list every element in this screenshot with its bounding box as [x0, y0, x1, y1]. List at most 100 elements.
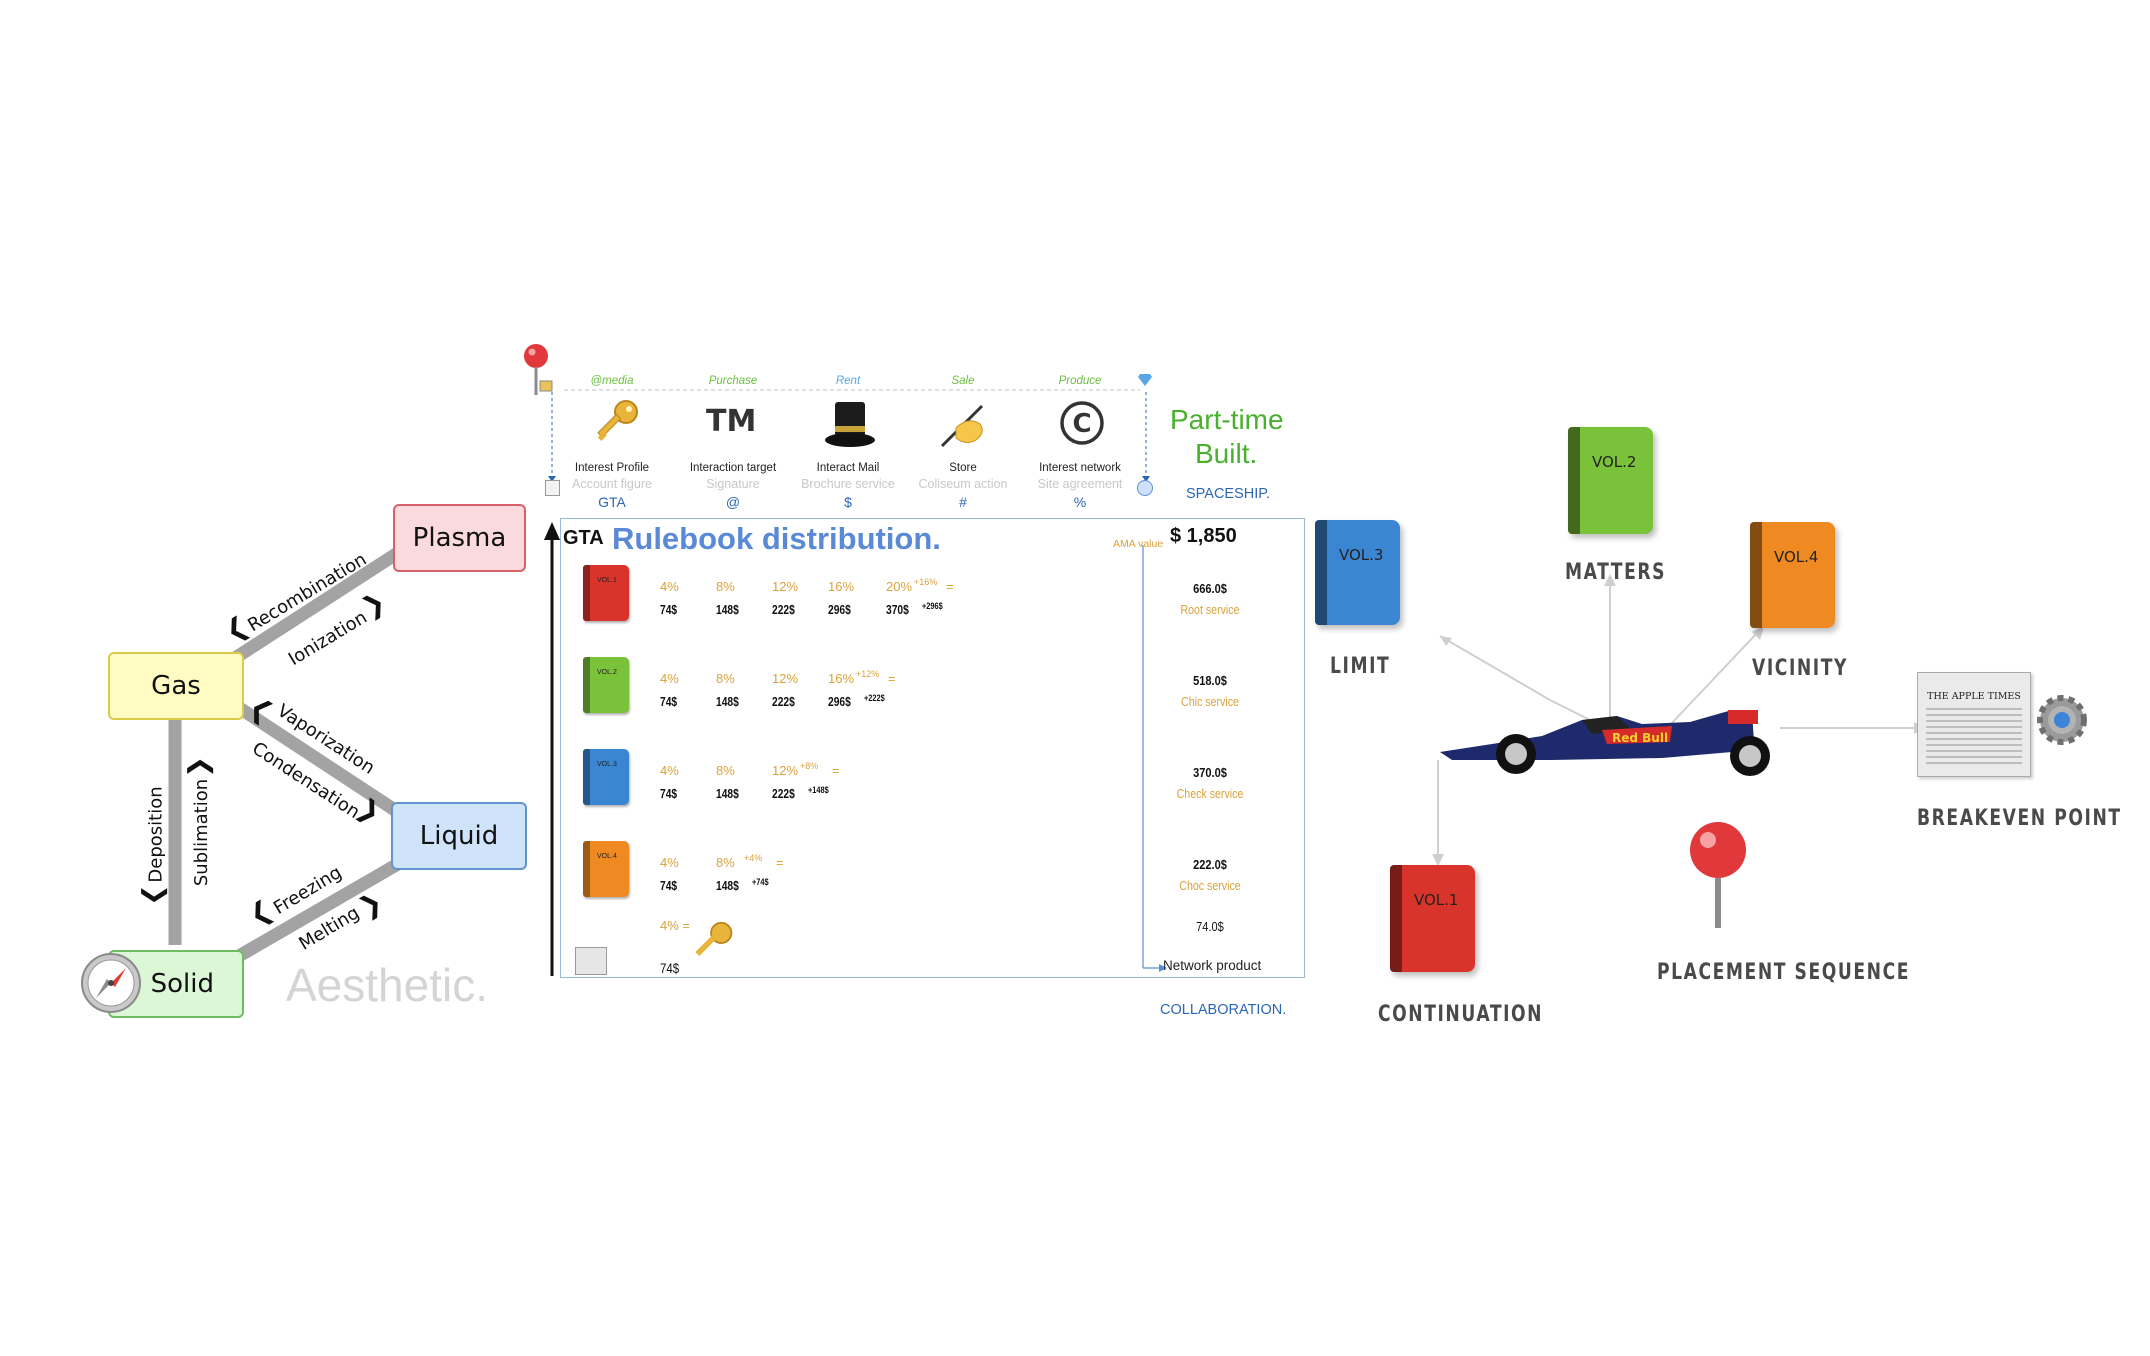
- row-2-amt-2: 148$: [716, 695, 739, 709]
- row-1-pct-extra: +16%: [914, 577, 938, 587]
- spaceship-label: SPACESHIP.: [1186, 486, 1271, 502]
- book-vol4-label: VOL.4: [1774, 548, 1819, 566]
- book-small-label: VOL.2: [597, 669, 617, 676]
- limit-label: LIMIT: [1330, 654, 1391, 679]
- row-2-total: 518.0$: [1193, 673, 1227, 688]
- key-small-icon: [695, 921, 733, 957]
- row-2-amt-1: 74$: [660, 695, 678, 709]
- row-4-amt-2: 148$: [716, 879, 739, 893]
- book-vol1-label: VOL.1: [1414, 891, 1459, 909]
- book-3-small-icon: VOL.3: [583, 749, 629, 805]
- row-1-amt-3: 222$: [772, 603, 795, 617]
- gear-icon: [2037, 695, 2087, 745]
- breakeven-point-label: BREAKEVEN POINT: [1917, 806, 2122, 831]
- newspaper-small-icon: [575, 947, 607, 975]
- col-head-rent: Rent: [835, 375, 861, 387]
- row-3-amt-3: 222$: [772, 787, 795, 801]
- row-4-amt-extra: +74$: [752, 877, 769, 887]
- book-small-label: VOL.4: [597, 853, 617, 860]
- row-4-service: Choc service: [1179, 879, 1241, 893]
- col-sub2-media: Account figure: [572, 477, 652, 491]
- gta-label: GTA: [563, 527, 604, 549]
- placement-sequence-label: PLACEMENT SEQUENCE: [1657, 960, 1911, 985]
- newspaper-title: THE APPLE TIMES: [1927, 691, 2021, 702]
- diamond-icon: [1138, 374, 1152, 386]
- col-sub2-produce: Site agreement: [1037, 477, 1123, 491]
- row-4-total: 222.0$: [1193, 857, 1227, 872]
- row-1-total: 666.0$: [1193, 581, 1227, 596]
- row-4-pct-2: 8%: [716, 855, 735, 870]
- row-1-amt-1: 74$: [660, 603, 678, 617]
- col-sub1-rent: Interact Mail: [816, 462, 880, 474]
- col-sym-sale: #: [959, 494, 967, 510]
- liquid-node: Liquid: [391, 802, 527, 870]
- row-1-amt-2: 148$: [716, 603, 739, 617]
- race-car-icon: Red Bull: [1440, 710, 1770, 776]
- col-head-produce: Produce: [1058, 375, 1102, 387]
- col-sub1-sale: Store: [949, 462, 977, 474]
- top-hat-icon: [825, 402, 875, 447]
- key-icon: [597, 400, 638, 441]
- row-3-amt-extra: +148$: [808, 785, 829, 795]
- row-1-amt-extra: +296$: [922, 601, 943, 611]
- row-4-amt-1: 74$: [660, 879, 678, 893]
- book-vol4-icon: VOL.4: [1750, 522, 1835, 628]
- continuation-label: CONTINUATION: [1378, 1002, 1544, 1027]
- col-head-sale: Sale: [951, 375, 975, 387]
- col-sym-media: GTA: [598, 494, 626, 510]
- row-2-pct-4: 16%: [828, 671, 855, 686]
- row-2-pct-1: 4%: [660, 671, 679, 686]
- book-vol1-icon: VOL.1: [1390, 865, 1475, 972]
- aesthetic-caption: Aesthetic.: [286, 959, 488, 1011]
- row-3-pct-extra: +8%: [800, 761, 819, 771]
- row-1-pct-2: 8%: [716, 579, 735, 594]
- col-sub2-purchase: Signature: [706, 477, 760, 491]
- row-1-pct-5: 20%: [886, 579, 913, 594]
- col-sub1-media: Interest Profile: [574, 462, 650, 474]
- row-1-service: Root service: [1180, 603, 1240, 617]
- col-sym-rent: $: [844, 494, 852, 510]
- writing-hand-icon: [940, 404, 984, 448]
- row-3-total: 370.0$: [1193, 765, 1227, 780]
- matters-label: MATTERS: [1565, 560, 1667, 585]
- book-vol3-label: VOL.3: [1339, 546, 1384, 564]
- solid-label: Solid: [150, 969, 214, 999]
- table-guides: [548, 389, 1150, 482]
- row-1-pct-4: 16%: [828, 579, 855, 594]
- row-2-service: Chic service: [1181, 695, 1239, 709]
- row-2-amt-4: 296$: [828, 695, 851, 709]
- row-3-pct-1: 4%: [660, 763, 679, 778]
- row-1-pct-1: 4%: [660, 579, 679, 594]
- last-row-total: 74.0$: [1196, 919, 1224, 934]
- table-title: Rulebook distribution.: [612, 521, 941, 556]
- book-vol2-label: VOL.2: [1592, 453, 1637, 471]
- col-sub2-sale: Coliseum action: [918, 477, 1008, 491]
- part-time-label: Part-time: [1170, 404, 1284, 435]
- book-small-label: VOL.1: [597, 577, 617, 584]
- row-4-pct-extra: +4%: [744, 853, 763, 863]
- row-1-amt-4: 296$: [828, 603, 851, 617]
- row-3-amt-2: 148$: [716, 787, 739, 801]
- col-head-media: @media: [590, 375, 634, 387]
- plasma-node: Plasma: [393, 504, 526, 572]
- deposition-label: Deposition: [145, 786, 167, 883]
- gas-node: Gas: [108, 652, 244, 720]
- row-3-pct-2: 8%: [716, 763, 735, 778]
- book-1-small-icon: VOL.1: [583, 565, 629, 621]
- compass-icon: [81, 953, 141, 1013]
- last-pct: 4%: [660, 918, 679, 933]
- col-sub2-rent: Brochure service: [801, 477, 895, 491]
- book-small-label: VOL.3: [597, 761, 617, 768]
- newspaper-body: [1926, 708, 2022, 766]
- book-4-small-icon: VOL.4: [583, 841, 629, 897]
- row-2-pct-extra: +12%: [856, 669, 880, 679]
- grand-total: $ 1,850: [1170, 525, 1237, 547]
- col-sym-purchase: @: [725, 494, 741, 510]
- sublimation-arrow: ❯: [183, 756, 214, 778]
- pushpin-icon: [524, 344, 553, 395]
- row-2-pct-3: 12%: [772, 671, 799, 686]
- connector-lines: [1432, 574, 1926, 866]
- ama-value-label: AMA value: [1113, 538, 1164, 550]
- col-head-purchase: Purchase: [708, 375, 758, 387]
- book-vol3-icon: VOL.3: [1315, 520, 1400, 625]
